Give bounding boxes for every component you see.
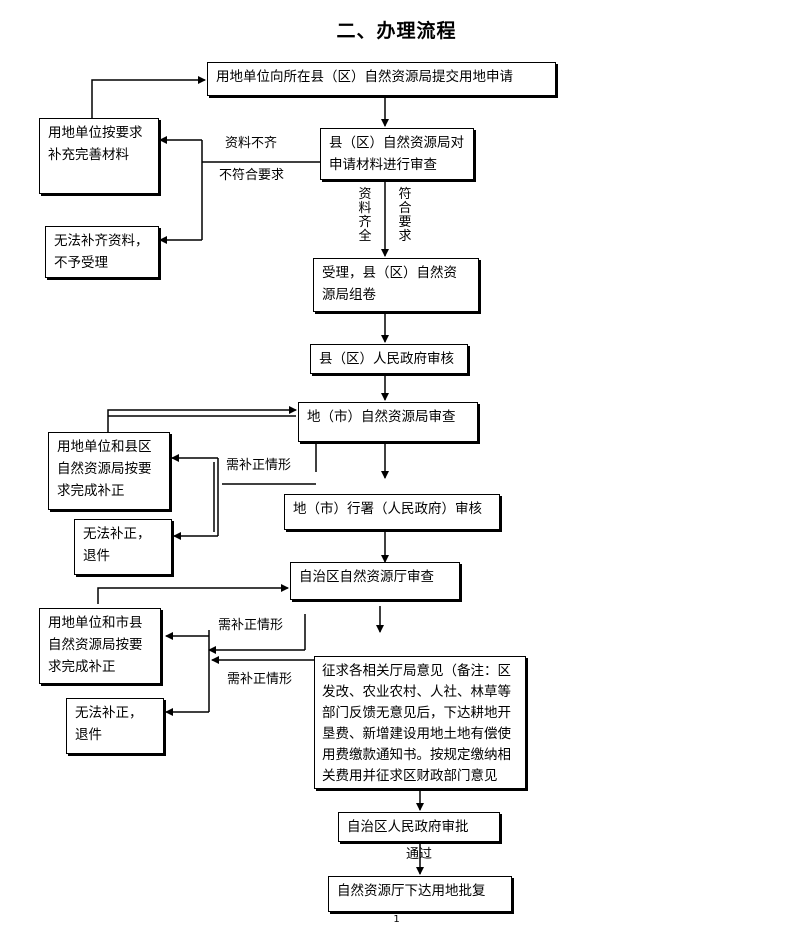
box-county-review: 县（区）自然资源局对申请材料进行审查 <box>320 128 474 180</box>
label-complete: 资料齐全 <box>358 187 372 244</box>
box-region-cannot-correct: 无法补正，退件 <box>66 698 164 754</box>
label-need-correction-2: 需补正情形 <box>218 618 284 633</box>
box-region-review: 自治区自然资源厅审查 <box>290 562 460 600</box>
label-pass: 通过 <box>405 847 432 862</box>
label-noncompliant: 不符合要求 <box>219 168 285 183</box>
box-region-correction: 用地单位和市县自然资源局按要求完成补正 <box>39 608 161 684</box>
label-need-correction-1: 需补正情形 <box>226 458 292 473</box>
page-title: 二、办理流程 <box>336 20 457 42</box>
box-city-correction: 用地单位和县区自然资源局按要求完成补正 <box>48 432 170 510</box>
label-incomplete: 资料不齐 <box>225 136 278 151</box>
box-county-gov-review: 县（区）人民政府审核 <box>310 344 468 374</box>
label-compliant: 符合要求 <box>398 187 412 244</box>
box-accept-compile: 受理，县（区）自然资源局组卷 <box>313 258 479 312</box>
loop-arrow <box>91 76 206 118</box>
box-city-review: 地（市）自然资源局审查 <box>298 402 478 442</box>
box-submit-application: 用地单位向所在县（区）自然资源局提交用地申请 <box>207 62 556 96</box>
box-cannot-supplement: 无法补齐资料，不予受理 <box>45 226 159 278</box>
box-final-approval: 自然资源厅下达用地批复 <box>328 876 512 912</box>
box-city-cannot-correct: 无法补正，退件 <box>74 519 172 575</box>
label-need-correction-3: 需补正情形 <box>227 672 293 687</box>
box-department-opinions: 征求各相关厅局意见（备注：区发改、农业农村、人社、林草等部门反馈无意见后，下达耕… <box>314 656 526 789</box>
box-region-gov-approval: 自治区人民政府审批 <box>338 812 500 842</box>
box-prefecture-review: 地（市）行署（人民政府）审核 <box>284 494 500 530</box>
box-supplement-materials: 用地单位按要求补充完善材料 <box>39 118 159 194</box>
page-number: 1 <box>393 914 400 925</box>
